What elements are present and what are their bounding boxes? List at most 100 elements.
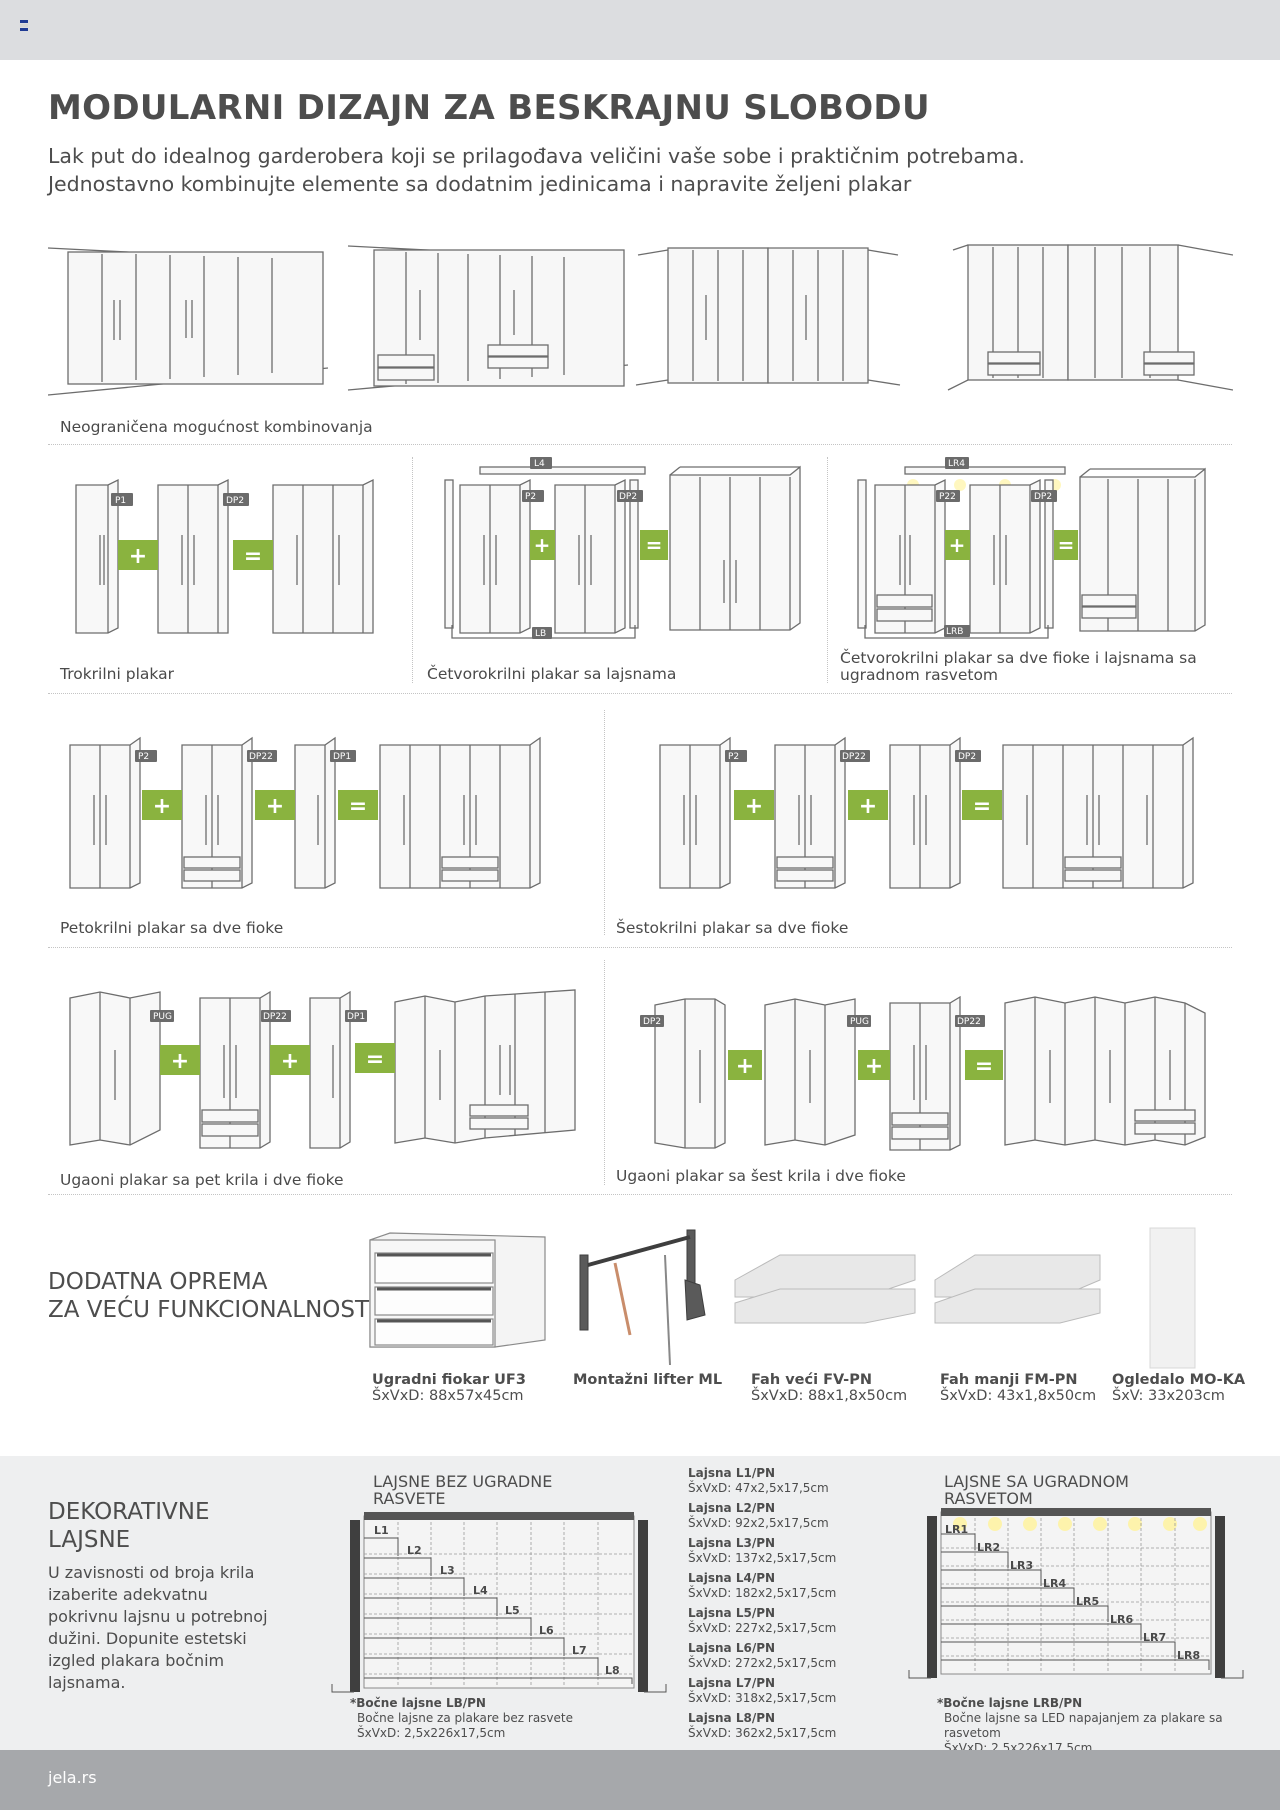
caption-four-door-light: Četvorokrilni plakar sa dve fioke i lajs… [840, 649, 1197, 684]
equals-sign: = [1058, 533, 1075, 557]
trim-name: Lajsna L4/PN [688, 1571, 776, 1585]
equals-sign: = [973, 794, 991, 819]
trim-name: Lajsna L2/PN [688, 1501, 776, 1515]
accessories-svg [369, 1227, 1196, 1369]
six-door-svg: P2 DP22 DP2 + + = [659, 736, 1194, 889]
module-label: DP1 [347, 1012, 365, 1022]
column-divider [827, 457, 828, 683]
trim-dims: ŠxVxD: 227x2,5x17,5cm [688, 1621, 837, 1635]
trims-no-light-diagram: L1 L2 L3 L4 L5 L6 L7 L8 [328, 1508, 673, 1698]
plus-sign: + [534, 533, 551, 557]
trims-light-title-line: LAJSNE SA UGRADNOM [944, 1472, 1129, 1491]
caption-four-door: Četvorokrilni plakar sa lajsnama [427, 665, 677, 683]
trims-light-title: LAJSNE SA UGRADNOM RASVETOM [944, 1473, 1129, 1507]
extras-title-line: ZA VEĆU FUNKCIONALNOST [48, 1297, 370, 1323]
module-label: DP1 [333, 752, 351, 762]
five-door-svg: P2 DP22 DP1 + + = [69, 736, 541, 889]
module-label: DP2 [958, 752, 976, 762]
side-trim-note-plain: *Bočne lajsne LB/PN Bočne lajsne za plak… [350, 1696, 573, 1741]
trim-step-label: L5 [505, 1604, 520, 1617]
three-door-svg: P1 DP2 + = [75, 478, 374, 634]
side-trim-title: *Bočne lajsne LB/PN [350, 1696, 486, 1710]
accessory-dims: ŠxV: 33x203cm [1112, 1388, 1225, 1404]
accessory-name: Ogledalo MO-KA [1112, 1372, 1246, 1388]
module-label: P2 [525, 492, 536, 502]
trim-name: Lajsna L3/PN [688, 1536, 776, 1550]
module-label: PUG [153, 1012, 172, 1022]
plus-sign: + [745, 794, 763, 819]
trim-step-label: L3 [440, 1564, 455, 1577]
module-label: DP2 [619, 492, 637, 502]
trim-step-label: L1 [374, 1524, 389, 1537]
module-label: P2 [138, 752, 149, 762]
module-label: DP22 [957, 1017, 981, 1027]
subtitle-line: Jednostavno kombinujte elemente sa dodat… [48, 172, 912, 196]
trim-name: Lajsna L1/PN [688, 1466, 776, 1480]
side-trim-note-light: *Bočne lajsne LRB/PN Bočne lajsne sa LED… [937, 1696, 1280, 1756]
accessories-illustration [365, 1225, 1205, 1370]
caption-six-door: Šestokrilni plakar sa dve fioke [616, 919, 849, 937]
trim-name: Lajsna L7/PN [688, 1676, 776, 1690]
plus-sign: + [153, 794, 171, 819]
trim-step-label: L7 [572, 1644, 587, 1657]
flag-stripe [20, 20, 28, 23]
page-title: MODULARNI DIZAJN ZA BESKRAJNU SLOBODU [48, 88, 930, 128]
module-label: PUG [850, 1017, 869, 1027]
module-label: LRB [946, 627, 963, 637]
section-divider [48, 1194, 1232, 1195]
module-label: DP22 [263, 1012, 287, 1022]
corner-six-svg: DP2 PUG DP22 + + = [640, 995, 1206, 1151]
trims-title-line: LAJSNE [48, 1527, 131, 1553]
module-label: DP22 [842, 752, 866, 762]
accessory-name: Fah veći FV-PN [751, 1372, 872, 1388]
trim-dims: ŠxVxD: 137x2,5x17,5cm [688, 1551, 837, 1565]
module-label: P22 [939, 492, 956, 502]
side-trim-desc: Bočne lajsne za plakare bez rasvete [357, 1711, 574, 1725]
accessory-name: Montažni lifter ML [573, 1372, 723, 1388]
equals-sign: = [366, 1047, 384, 1072]
plus-sign: + [171, 1049, 189, 1074]
accessory-name: Fah manji FM-PN [940, 1372, 1078, 1388]
plus-sign: + [865, 1054, 883, 1079]
side-trim-desc: Bočne lajsne sa LED napajanjem za plakar… [944, 1711, 1223, 1740]
accessory-name: Ugradni fiokar UF3 [372, 1372, 526, 1388]
module-label: L4 [534, 459, 545, 469]
page-subtitle: Lak put do idealnog garderobera koji se … [48, 142, 1238, 198]
plus-sign: + [266, 794, 284, 819]
wardrobe-combos-illustration [48, 240, 1233, 410]
accessory-mirror: Ogledalo MO-KA ŠxV: 33x203cm [1112, 1372, 1245, 1404]
trim-name: Lajsna L6/PN [688, 1641, 776, 1655]
footer: jela.rs [0, 1750, 1280, 1810]
corner-five-illustration: PUG DP22 DP1 + + = [60, 980, 590, 1160]
trim-step-label: LR5 [1076, 1595, 1099, 1608]
module-label: DP2 [643, 1017, 661, 1027]
column-divider [604, 960, 605, 1185]
trim-dims: ŠxVxD: 318x2,5x17,5cm [688, 1691, 837, 1705]
caption-corner-five: Ugaoni plakar sa pet krila i dve fioke [60, 1171, 344, 1189]
three-door-illustration: P1 DP2 + = [48, 455, 408, 645]
footer-site-link[interactable]: jela.rs [48, 1768, 97, 1787]
serbian-flag-icon [20, 20, 28, 33]
four-door-light-svg: LR4 P22 DP2 LRB + = [857, 457, 1206, 639]
caption-combos: Neograničena mogućnost kombinovanja [60, 418, 373, 436]
four-door-svg: L4 P2 DP2 LB + = [444, 457, 801, 639]
trim-step-label: LR4 [1043, 1577, 1066, 1590]
trim-step-label: LR2 [977, 1541, 1000, 1554]
trims-description: U zavisnosti od broja krila izaberite ad… [48, 1563, 268, 1692]
flag-stripe [20, 28, 28, 31]
corner-five-svg: PUG DP22 DP1 + + = [69, 989, 576, 1149]
trim-step-label: LR7 [1143, 1631, 1166, 1644]
section-divider [48, 947, 1232, 948]
subtitle-line: Lak put do idealnog garderobera koji se … [48, 144, 1025, 168]
caption-three-door: Trokrilni plakar [60, 665, 174, 683]
module-label: LR4 [948, 459, 965, 469]
accessory-drawer-unit: Ugradni fiokar UF3 ŠxVxD: 88x57x45cm [372, 1372, 526, 1404]
trim-step-label: L8 [605, 1664, 620, 1677]
accessory-lifter: Montažni lifter ML [573, 1372, 722, 1388]
section-divider [48, 693, 1232, 694]
